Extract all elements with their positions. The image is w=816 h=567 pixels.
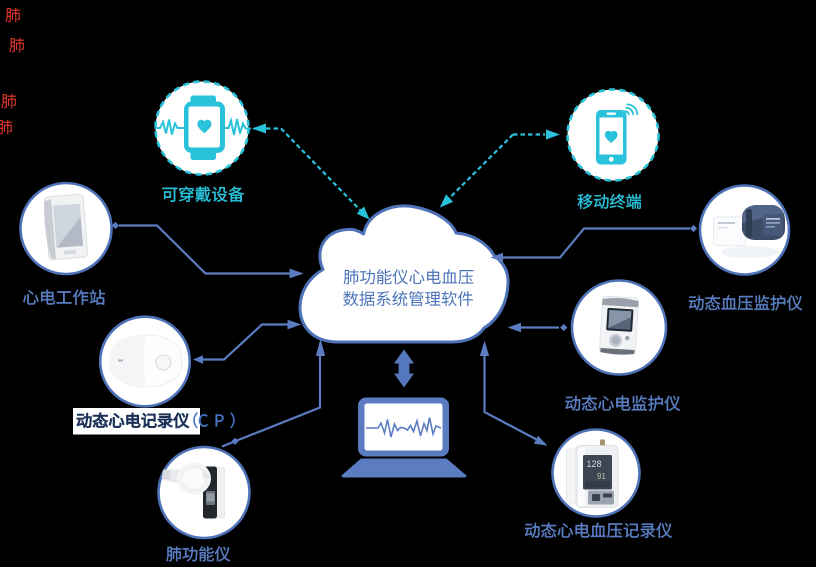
svg-text:91: 91 (597, 472, 606, 481)
svg-text:128: 128 (587, 459, 602, 469)
